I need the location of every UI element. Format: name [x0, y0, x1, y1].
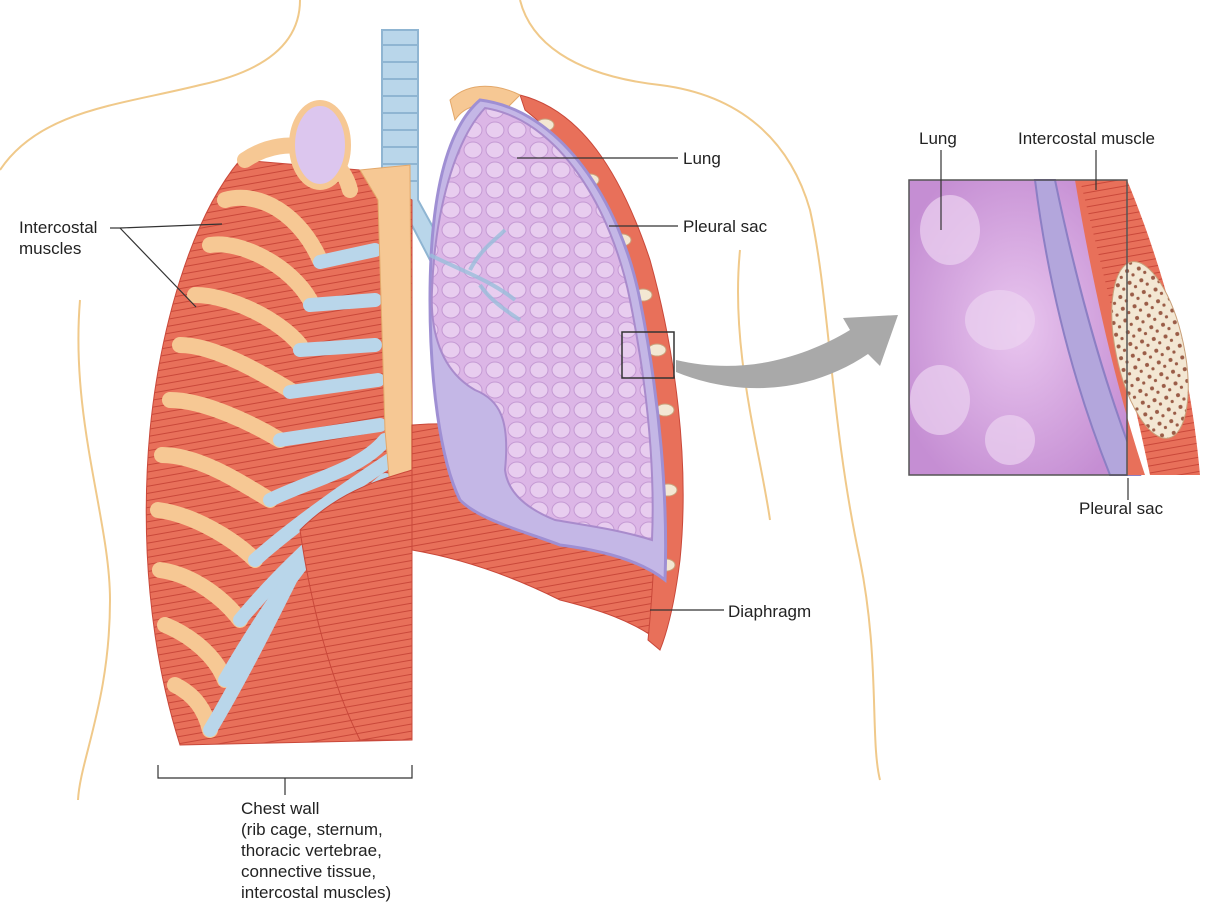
inset-selection-box [621, 331, 675, 379]
label-inset-lung: Lung [919, 129, 957, 148]
left-lung-apex [289, 100, 351, 190]
body-outline [0, 0, 881, 801]
label-inset-pleural-sac: Pleural sac [1079, 499, 1164, 518]
bronchi [429, 228, 522, 322]
label-pleural-sac: Pleural sac [683, 217, 768, 236]
inset-magnified-view [908, 179, 1200, 476]
label-chest-wall: Chest wall (rib cage, sternum, thoracic … [241, 799, 392, 902]
zoom-arrow [676, 315, 898, 389]
label-intercostal-muscles: Intercostal muscles [19, 218, 98, 258]
leader-lines [110, 150, 1129, 795]
right-lung [430, 106, 654, 542]
diaphragm-left [299, 469, 413, 741]
label-lung: Lung [683, 149, 721, 168]
label-inset-intercostal-muscle: Intercostal muscle [1018, 129, 1155, 148]
label-diaphragm: Diaphragm [728, 602, 812, 621]
